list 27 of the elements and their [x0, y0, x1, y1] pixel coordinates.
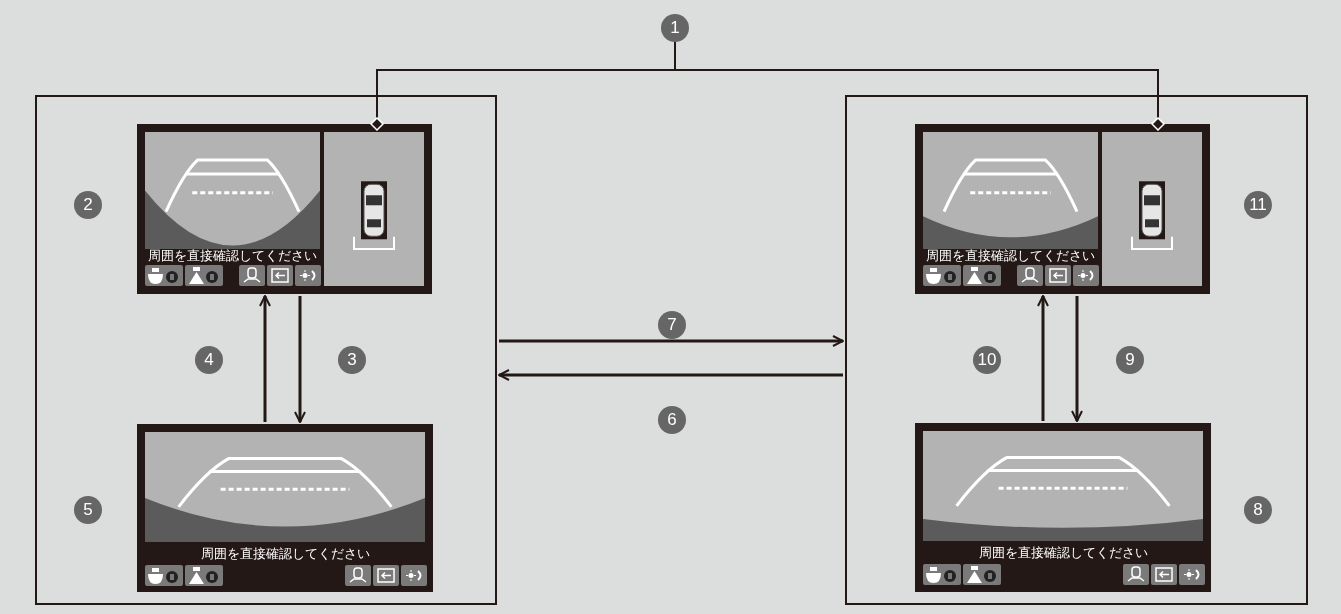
- arrow: [498, 369, 843, 381]
- arrow: [259, 295, 271, 422]
- warning-text: 周囲を直接確認してください: [977, 545, 1149, 560]
- callout-number: 8: [1244, 496, 1272, 524]
- display-screen: [915, 124, 1210, 294]
- display-screen: [915, 423, 1211, 592]
- display-screen: [137, 124, 432, 294]
- warning-text: 周囲を直接確認してください: [199, 546, 371, 561]
- arrow: [499, 335, 844, 347]
- display-screen: [137, 424, 433, 592]
- arrow: [1071, 296, 1083, 422]
- callout-number: 1: [661, 14, 689, 42]
- warning-text: 周囲を直接確認してください: [147, 248, 318, 263]
- callout-number: 4: [195, 346, 223, 374]
- arrow: [1037, 295, 1049, 421]
- callout-number: 10: [973, 346, 1001, 374]
- callout-number: 5: [74, 496, 102, 524]
- callout-number: 2: [74, 191, 102, 219]
- warning-text: 周囲を直接確認してください: [925, 248, 1096, 263]
- callout-number: 3: [338, 346, 366, 374]
- callout-number: 9: [1116, 346, 1144, 374]
- arrow: [294, 296, 306, 423]
- callout-number: 6: [658, 406, 686, 434]
- callout-number: 7: [658, 311, 686, 339]
- callout-number: 11: [1244, 191, 1272, 219]
- panel-frame: [35, 95, 497, 605]
- panel-frame: [845, 95, 1308, 605]
